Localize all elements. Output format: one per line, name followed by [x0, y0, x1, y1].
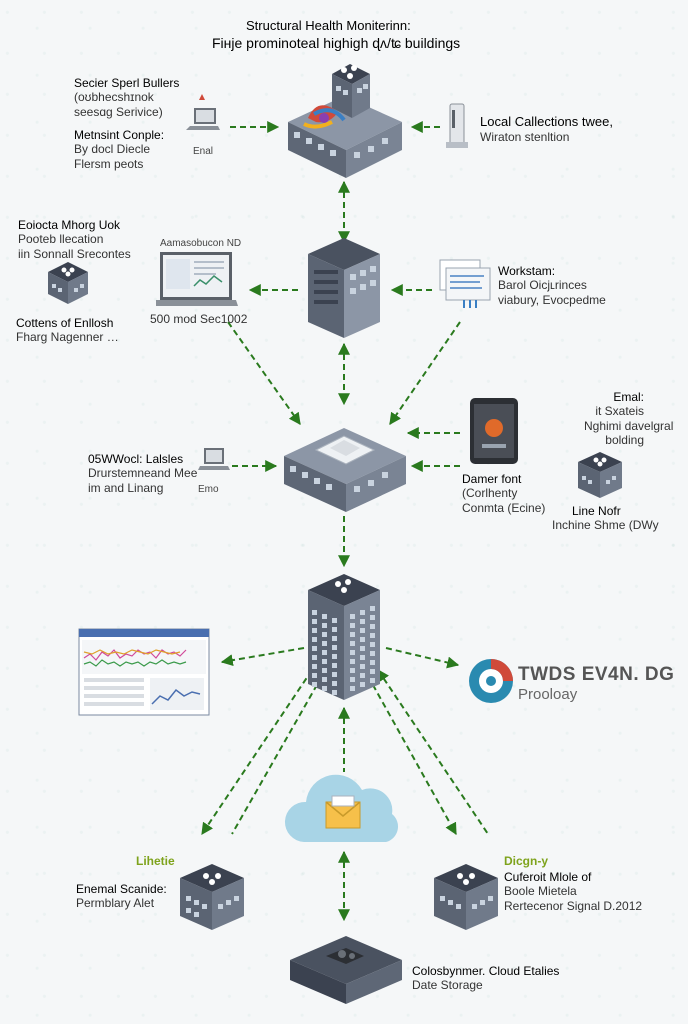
router-device: [442, 100, 472, 157]
chip-device-left: [44, 258, 92, 313]
arrow-tower-to-bottom-left-1: [201, 669, 313, 835]
arrow-tower-to-dashboard: [220, 647, 305, 667]
document-stack: [436, 254, 492, 317]
document-icon: [439, 259, 491, 308]
diagram-title: Structural Health Moniterinn:: [246, 18, 411, 33]
label-top-left-a: Secier Sperl Bullers (oʊbhecshɪnok seesɑ…: [74, 76, 180, 119]
chip-device-bottom-right: [430, 860, 502, 939]
storage-device: [286, 924, 406, 1013]
label-top-left-b: Metnsint Conple: By docl Diecle Flersm p…: [74, 128, 165, 171]
chip-device-bottom-left: [176, 860, 248, 939]
label-top-left-small: Enal: [193, 146, 214, 157]
label-workstation: Workstam: Barol Oicjʟrinces viabury, Evo…: [498, 264, 606, 307]
label-left-mid-small: Emo: [198, 484, 219, 495]
chip-icon: [48, 262, 88, 304]
brand-name: TWDS EV4N. DG: [518, 664, 675, 685]
chip-icon: [180, 864, 244, 930]
tag-bottom-right: Dicgn-y: [504, 854, 549, 868]
label-bottom-right: Cuferoit Mlole of Boole Mietela Rertecen…: [504, 870, 643, 913]
monitor-icon: [78, 628, 210, 716]
label-storage: Colosbynmer. Cloud Etalies Date Storage: [412, 964, 560, 993]
monitor-workstation: [154, 250, 238, 313]
top-left-laptop: [182, 92, 222, 145]
middle-building: [280, 410, 410, 521]
dashboard-panel: [78, 628, 210, 721]
arrow-tower-to-bottom-right-1: [367, 675, 457, 836]
label-mid-left-block: Eoiocta Mhorg Uok Pooteb llecation iin S…: [18, 218, 131, 261]
laptop-icon: [186, 94, 220, 130]
label-damper: Damer font (Corlhenty Conmta (Ecine): [462, 472, 546, 515]
arrow-tower-to-bottom-left-2: [231, 674, 323, 835]
arrow-tower-to-brand: [385, 647, 460, 669]
top-building: [284, 56, 406, 187]
tablet-device: [468, 396, 520, 471]
brand-logo: [466, 656, 516, 711]
arrow-tower-to-bottom-right-2: [377, 669, 489, 835]
building-icon: [308, 574, 380, 700]
label-monitor-caption: 500 mod Sec1002: [150, 312, 248, 326]
label-cottens: Cottens of Enllosh Fharg Nagenner …: [16, 316, 119, 345]
router-icon: [446, 103, 468, 148]
chip-icon: [434, 864, 498, 930]
envelope-icon: [325, 795, 361, 829]
chip-device-right: [574, 448, 626, 507]
cloud-icon: [284, 774, 399, 842]
arrow-doc-to-mid-building: [389, 321, 461, 425]
tablet-icon: [470, 398, 518, 464]
diagram-subtitle: Fiнje prominoteal highigh ɖʌ/ʨ buildings: [212, 35, 461, 51]
storage-device-icon: [290, 936, 402, 1004]
brand-logo-icon: [469, 659, 513, 703]
monitor-icon: [154, 252, 238, 306]
label-email-right: Emal: it Sxateis Nghimi davelgral boldin…: [584, 390, 674, 448]
label-left-mid: 05WWocl: Lalsles Drurstemneand Mee im an…: [88, 452, 198, 495]
server-icon: [308, 238, 380, 338]
label-bottom-left: Enemal Scanide: Permblary Alet: [76, 882, 167, 911]
tower-building: [300, 570, 388, 709]
building-icon: [284, 428, 406, 512]
label-monitor-title: Aamasobucon ND: [160, 238, 242, 249]
label-local-collections: Local Callections twee, Wiraton stenltio…: [480, 114, 613, 144]
arrow-monitor-to-mid-building: [227, 321, 301, 425]
label-line-node: Line Nofr Inchine Shme (DWy: [552, 504, 659, 533]
building-icon: [288, 64, 402, 178]
tag-bottom-left: Lihetie: [136, 854, 175, 868]
central-server: [302, 234, 386, 349]
cloud-service: [280, 766, 408, 855]
brand-subtitle: Prooloay: [518, 686, 578, 703]
left-mid-laptop: [196, 444, 230, 479]
chip-icon: [578, 452, 622, 498]
laptop-icon: [198, 448, 230, 470]
